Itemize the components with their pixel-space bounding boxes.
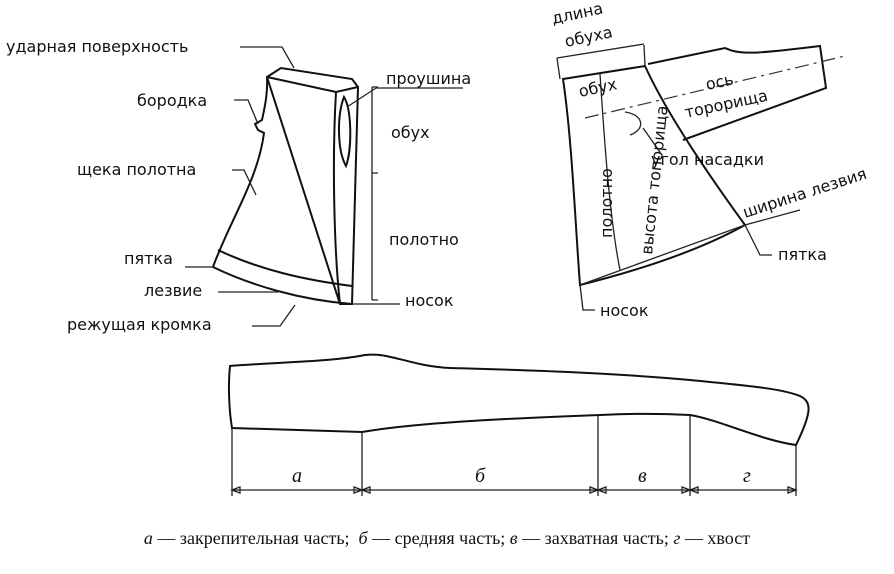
label-butt-length-1: длина: [550, 0, 605, 28]
label-cutting-edge: режущая кромка: [67, 315, 212, 334]
section-a-label: а: [292, 465, 302, 487]
label-blade: лезвие: [144, 281, 202, 300]
caption-v-letter: в: [509, 528, 518, 548]
label-butt: обух: [577, 74, 619, 101]
label-toe: носок: [600, 301, 649, 320]
caption-a-text: — закрепительная часть;: [152, 528, 359, 548]
caption-b-text: — средняя часть;: [367, 528, 510, 548]
section-b-label: б: [475, 465, 486, 487]
label-head-height: высота топорища: [637, 105, 672, 256]
handle-drawing: [227, 353, 810, 496]
figure-caption: а — закрепительная часть; б — средняя ча…: [0, 528, 894, 549]
caption-g-letter: г: [673, 528, 681, 548]
label-hafting-angle: угол насадки: [651, 150, 764, 169]
handle-section-labels: а б в г: [292, 465, 751, 487]
label-butt-length-2: обуха: [563, 22, 614, 51]
section-g-label: г: [743, 465, 751, 487]
caption-b-letter: б: [358, 528, 368, 548]
caption-a-letter: а: [143, 528, 153, 548]
label-blade-body: полотно: [389, 230, 459, 249]
label-eye: проушина: [386, 69, 471, 88]
label-blade-width: ширина лезвия: [740, 164, 869, 222]
label-beard: бородка: [137, 91, 207, 110]
label-butt: обух: [391, 123, 430, 142]
left-axe-labels: ударная поверхность бородка щека полотна…: [6, 37, 471, 334]
label-toe: носок: [405, 291, 454, 310]
label-cheek: щека полотна: [77, 160, 196, 179]
label-heel: пятка: [124, 249, 173, 268]
label-blade-body: полотно: [597, 168, 616, 238]
right-axe-drawing: [556, 43, 846, 311]
label-handle-axis-1: ось: [704, 70, 735, 94]
section-v-label: в: [638, 465, 647, 487]
caption-v-text: — захватная часть;: [517, 528, 674, 548]
caption-g-text: — хвост: [680, 528, 751, 548]
label-impact-surface: ударная поверхность: [6, 37, 188, 56]
label-heel: пятка: [778, 245, 827, 264]
left-axe-drawing: [185, 46, 463, 327]
